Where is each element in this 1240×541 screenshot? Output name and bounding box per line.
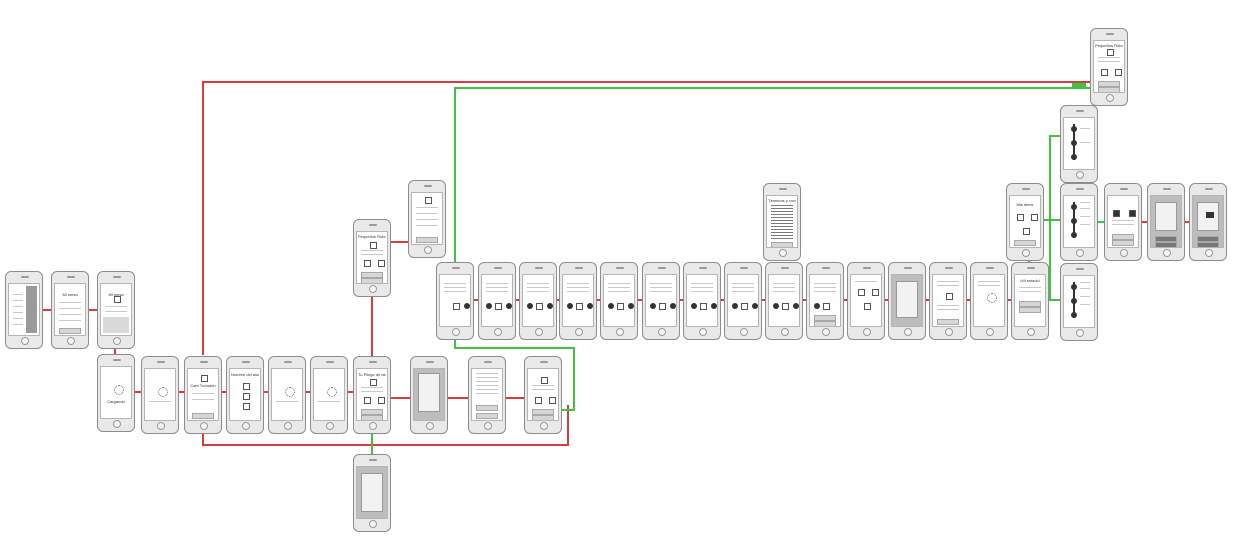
screen-title: Términos y condiciones xyxy=(768,198,796,203)
phone-pequenos-detail[interactable] xyxy=(408,180,446,258)
phone-top-right-robots[interactable]: Pequeños Robots xyxy=(1090,28,1128,106)
phone-purchase-robots[interactable] xyxy=(524,356,562,434)
phone-timeline-b[interactable] xyxy=(1060,183,1098,261)
phone-mi-mesa[interactable]: Mi mesa xyxy=(51,271,89,349)
home-button[interactable] xyxy=(21,337,29,345)
green-connector-block xyxy=(1072,83,1086,88)
screen-title: Pequeños Robots xyxy=(1095,43,1123,48)
phone-mi-mesa-keyboard[interactable]: Mi mesa xyxy=(97,271,135,349)
phone-gallery-3[interactable] xyxy=(519,262,557,340)
phone-timeline-c[interactable] xyxy=(1060,263,1098,341)
phone-timeline-a[interactable] xyxy=(1060,105,1098,183)
phone-gallery-5[interactable] xyxy=(600,262,638,340)
phone-loading-1[interactable] xyxy=(141,356,179,434)
phone-purchase-text[interactable] xyxy=(468,356,506,434)
phone-gallery-10[interactable] xyxy=(806,262,844,340)
phone-gallery-8[interactable] xyxy=(724,262,762,340)
screen-title: Pequeños Robots xyxy=(358,234,386,239)
phone-mail[interactable] xyxy=(1189,183,1227,261)
phone-gallery-7[interactable] xyxy=(683,262,721,340)
phone-mi-estado[interactable]: ¡Mi estado! xyxy=(1011,262,1049,340)
phone-cam-turbuten[interactable]: Cam Turbuten xyxy=(184,356,222,434)
screen xyxy=(8,283,40,336)
spinner-icon xyxy=(987,293,997,303)
phone-loading-3[interactable] xyxy=(310,356,348,434)
phone-loading-2[interactable] xyxy=(268,356,306,434)
spinner-icon xyxy=(327,387,337,397)
screen-title: Tu Pliego de alumno xyxy=(358,372,386,377)
wire-green xyxy=(1044,135,1060,221)
phone-gallery-1[interactable] xyxy=(436,262,474,340)
phone-gallery-6[interactable] xyxy=(642,262,680,340)
spinner-icon xyxy=(158,387,168,397)
screen-title: Mi mesa xyxy=(108,292,124,297)
phone-pliego-alumno[interactable]: Tu Pliego de alumno xyxy=(353,356,391,434)
screen-title: Cam Turbuten xyxy=(190,383,216,388)
phone-mis-items[interactable]: Mis items xyxy=(1006,183,1044,261)
phone-bottom-dark[interactable] xyxy=(353,454,391,532)
screen-title: Nombre del alumno xyxy=(231,372,259,377)
screen-title: Mi mesa xyxy=(62,292,78,297)
spinner-icon xyxy=(114,385,124,395)
phone-loader[interactable] xyxy=(970,262,1008,340)
phone-choices[interactable] xyxy=(847,262,885,340)
phone-info[interactable] xyxy=(929,262,967,340)
phone-gallery-4[interactable] xyxy=(559,262,597,340)
mail-icon xyxy=(1206,212,1214,218)
phone-nombre-alumno[interactable]: Nombre del alumno xyxy=(226,356,264,434)
phone-menu[interactable] xyxy=(5,271,43,349)
screen-title: Mis items xyxy=(1016,202,1034,207)
screen-title: Cargando xyxy=(107,399,125,404)
spinner-icon xyxy=(285,387,295,397)
phone-gallery-2[interactable] xyxy=(478,262,516,340)
phone-cargando[interactable]: Cargando xyxy=(97,354,135,432)
phone-purchase-dark[interactable] xyxy=(410,356,448,434)
phone-pequenos-robots[interactable]: Pequeños Robots xyxy=(353,219,391,297)
phone-gallery-9[interactable] xyxy=(765,262,803,340)
phone-profile[interactable] xyxy=(1104,183,1142,261)
phone-dark-panel[interactable] xyxy=(1147,183,1185,261)
phone-dark-dialog[interactable] xyxy=(888,262,926,340)
screen-title: ¡Mi estado! xyxy=(1020,278,1040,283)
phone-terms-doc[interactable]: Términos y condiciones xyxy=(763,183,801,261)
